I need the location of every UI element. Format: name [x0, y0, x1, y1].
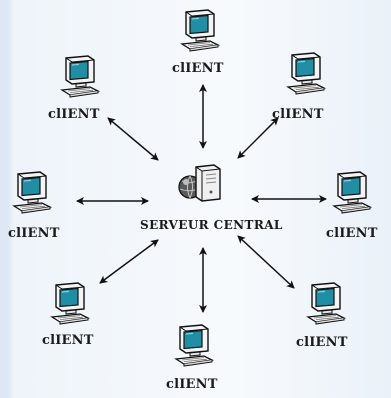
client-bottom-right: clIENT	[296, 282, 348, 350]
arrow-bottom-right	[237, 235, 295, 289]
connection-arrows	[76, 84, 327, 313]
computer-icon	[61, 55, 99, 98]
client-right: clIENT	[326, 171, 378, 241]
client-top-right: clIENT	[272, 52, 325, 122]
arrow-bottom-left	[99, 239, 159, 284]
client-bottom-left: clIENT	[42, 282, 94, 348]
client-label: clIENT	[48, 107, 100, 122]
computer-icon	[333, 171, 371, 214]
arrow-top-left	[107, 117, 159, 161]
computer-icon	[51, 282, 89, 325]
computer-icon	[287, 52, 325, 95]
computer-icon	[175, 324, 213, 367]
server-label: SERVEUR CENTRAL	[140, 218, 283, 232]
computer-icon	[307, 282, 345, 325]
client-bottom: clIENT	[166, 324, 218, 392]
client-label: clIENT	[172, 61, 224, 76]
client-top-left: clIENT	[48, 55, 100, 122]
client-top: clIENT	[172, 9, 224, 76]
client-label: clIENT	[296, 335, 348, 350]
client-label: clIENT	[272, 107, 324, 122]
client-label: clIENT	[42, 333, 94, 348]
client-left: clIENT	[8, 171, 60, 241]
client-label: clIENT	[166, 377, 218, 392]
arrow-top-right	[237, 117, 279, 159]
computer-icon	[13, 171, 51, 214]
central-server: SERVEUR CENTRAL	[140, 164, 283, 232]
server-icon	[178, 164, 221, 202]
client-label: clIENT	[8, 226, 60, 241]
client-label: clIENT	[326, 226, 378, 241]
computer-icon	[181, 9, 219, 52]
